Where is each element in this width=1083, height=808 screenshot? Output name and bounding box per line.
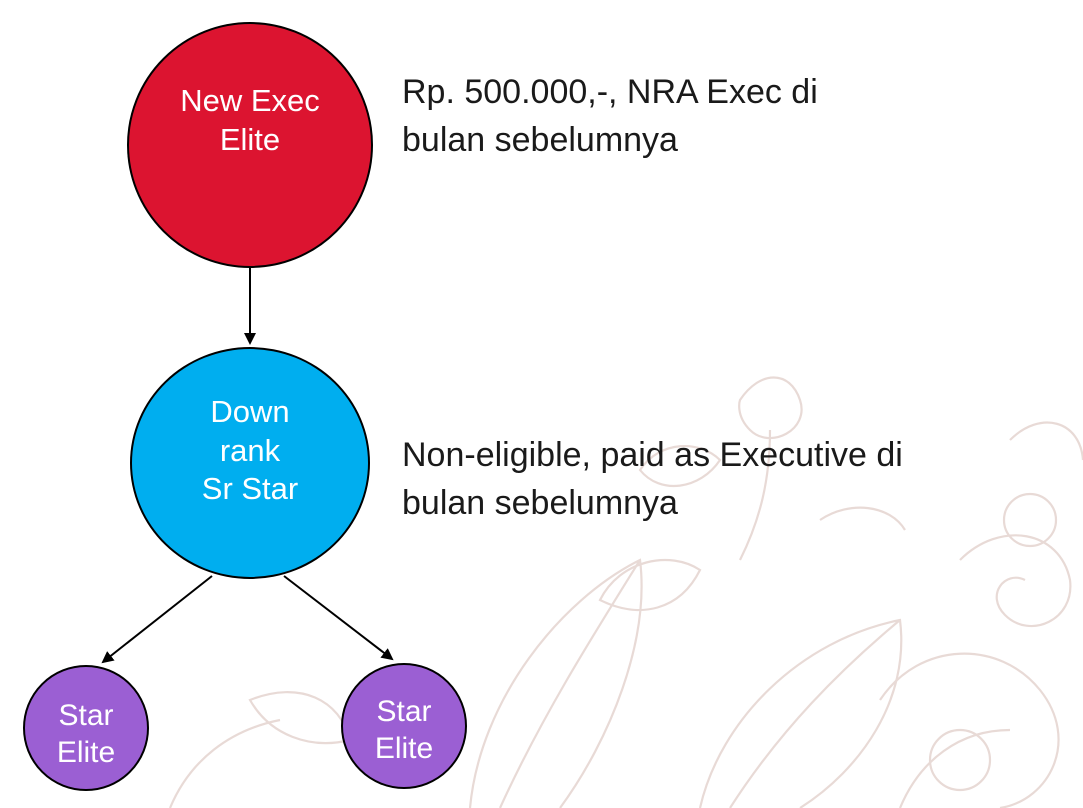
- connector-mid-to-leaf-1: [101, 575, 213, 664]
- node-star-elite-left-label: Star Elite: [56, 698, 116, 770]
- connector-mid-to-leaf-2: [283, 575, 394, 661]
- node-star-elite-right-label: Star Elite: [374, 694, 434, 766]
- node-down-rank-sr-star-label: Down rank Sr Star: [201, 393, 299, 507]
- description-new-exec-elite: Rp. 500.000,-, NRA Exec di bulan sebelum…: [402, 73, 818, 160]
- node-star-elite-right: Star Elite: [341, 663, 467, 789]
- description-down-rank-sr-star: Non-eligible, paid as Executive di bulan…: [402, 436, 903, 523]
- node-new-exec-elite-label: New Exec Elite: [180, 83, 320, 157]
- node-down-rank-sr-star: Down rank Sr Star: [130, 347, 370, 579]
- node-star-elite-left: Star Elite: [23, 665, 149, 791]
- node-new-exec-elite: New Exec Elite: [127, 22, 373, 268]
